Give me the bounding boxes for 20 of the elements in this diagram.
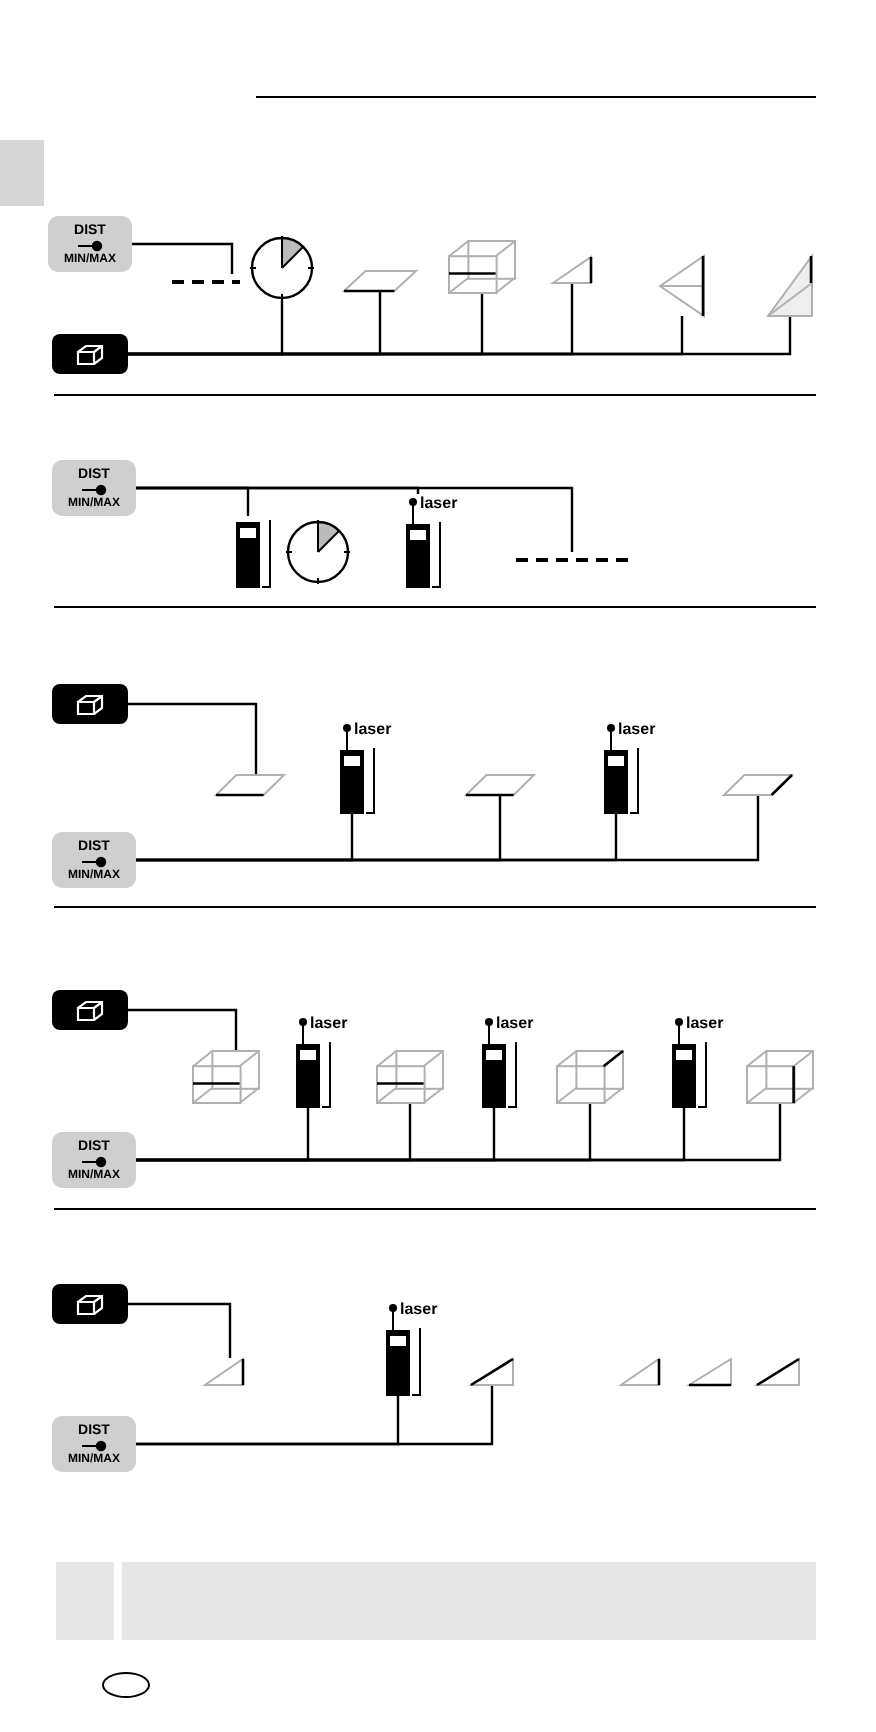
- laser-label: laser: [310, 1014, 348, 1034]
- laser-label: laser: [496, 1014, 534, 1034]
- laser-label: laser: [420, 494, 458, 514]
- connector-line: [136, 796, 760, 862]
- connector-line: [136, 1104, 782, 1162]
- connector-line: [128, 702, 258, 774]
- function-button: [52, 1284, 128, 1324]
- connector-line: [128, 1008, 238, 1050]
- laser-label: laser: [686, 1014, 724, 1034]
- connector-line: [136, 1386, 494, 1446]
- connector-line: [128, 1302, 232, 1358]
- connector-line: [136, 486, 574, 552]
- connector-line: [128, 316, 792, 356]
- function-button: [52, 684, 128, 724]
- function-button: [52, 990, 128, 1030]
- laser-label: laser: [354, 720, 392, 740]
- function-button: [52, 334, 128, 374]
- laser-label: laser: [400, 1300, 438, 1320]
- connector-line: [132, 242, 234, 274]
- laser-label: laser: [618, 720, 656, 740]
